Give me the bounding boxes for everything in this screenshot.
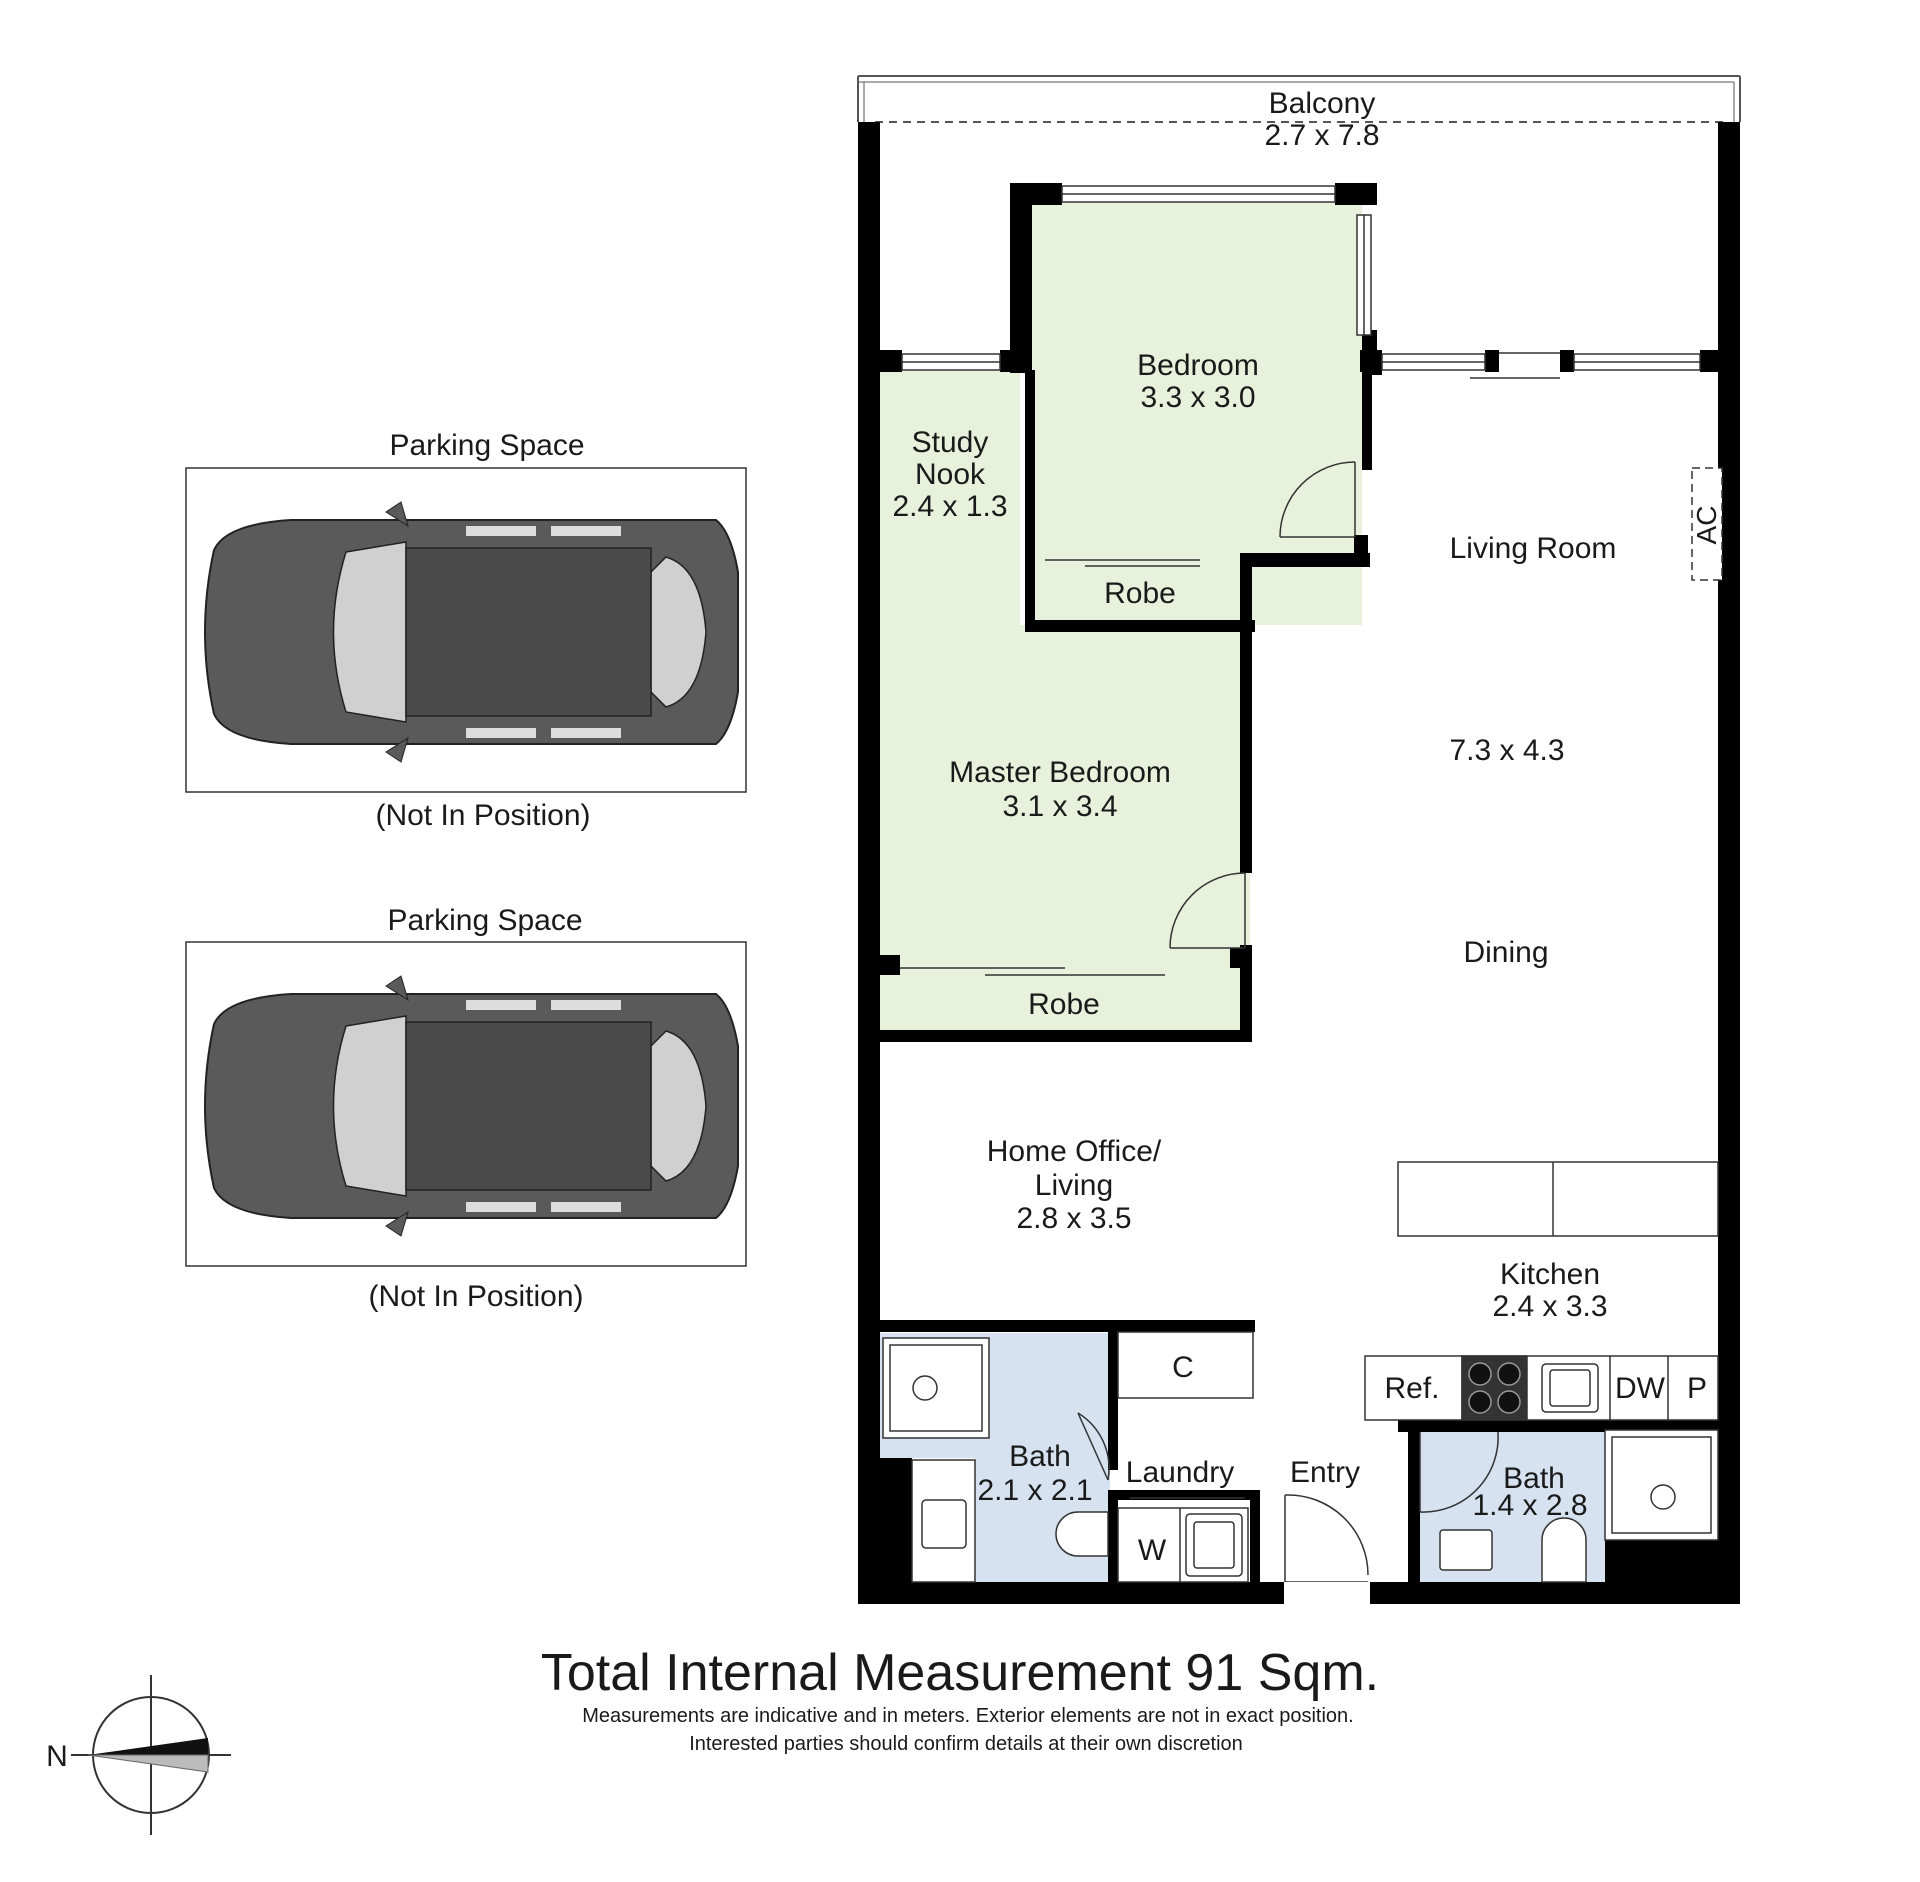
windows — [901, 185, 1701, 371]
parking-space-2: Parking Space (Not In Position) — [185, 904, 747, 1313]
parking-1-note: (Not In Position) — [375, 799, 590, 832]
footer-line-2: Interested parties should confirm detail… — [689, 1733, 1243, 1755]
car-icon — [204, 501, 739, 763]
robe-doors — [900, 559, 1200, 976]
bath-2-fixtures — [1439, 1429, 1719, 1583]
kitchen-dw: DW — [1615, 1372, 1666, 1405]
car-icon — [204, 975, 739, 1237]
cupboard — [1117, 1331, 1254, 1399]
cupboard-label: C — [1172, 1351, 1194, 1384]
bedroom-name: Bedroom — [1137, 349, 1259, 382]
kitchen-ref: Ref. — [1384, 1372, 1439, 1405]
laundry-fixtures — [1117, 1497, 1249, 1583]
entry-label: Entry — [1290, 1456, 1360, 1489]
total-measurement-title: Total Internal Measurement 91 Sqm. — [541, 1644, 1379, 1702]
parking-space-1: Parking Space (Not In Position) — [185, 429, 747, 832]
living-size: 7.3 x 4.3 — [1449, 734, 1564, 767]
office-name-1: Home Office/ — [987, 1135, 1162, 1168]
study-name-1: Study — [912, 426, 989, 459]
compass-needle-dark — [88, 1738, 208, 1755]
bath-2-name: Bath — [1503, 1462, 1565, 1495]
dining-label: Dining — [1463, 936, 1548, 969]
bath-2-size: 1.4 x 2.8 — [1472, 1489, 1587, 1522]
sliding-door-balcony — [1470, 352, 1560, 379]
parking-2-note: (Not In Position) — [368, 1280, 583, 1313]
ac-label: AC — [1691, 506, 1722, 545]
office-name-2: Living — [1035, 1169, 1113, 1202]
living-name: Living Room — [1450, 532, 1617, 565]
kitchen-p: P — [1687, 1372, 1707, 1405]
parking-2-title: Parking Space — [387, 904, 582, 937]
study-size: 2.4 x 1.3 — [892, 490, 1007, 523]
ac-unit — [1691, 467, 1723, 581]
bedroom-size: 3.3 x 3.0 — [1140, 381, 1255, 414]
entry-opening — [1284, 1582, 1370, 1604]
kitchen-size: 2.4 x 3.3 — [1492, 1290, 1607, 1323]
compass: N — [46, 1675, 231, 1835]
balcony-size: 2.7 x 7.8 — [1264, 119, 1379, 152]
robe-2-label: Robe — [1028, 988, 1100, 1021]
footer-line-1: Measurements are indicative and in meter… — [582, 1705, 1353, 1727]
compass-needle-light — [87, 1754, 209, 1773]
master-size: 3.1 x 3.4 — [1002, 790, 1117, 823]
kitchen-fixtures — [1364, 1161, 1719, 1421]
study-name-2: Nook — [915, 458, 986, 491]
master-name: Master Bedroom — [949, 756, 1171, 789]
office-size: 2.8 x 3.5 — [1016, 1202, 1131, 1235]
bath-1-fixtures — [882, 1337, 1109, 1583]
balcony — [857, 75, 1741, 123]
robe-1-label: Robe — [1104, 577, 1176, 610]
balcony-name: Balcony — [1269, 87, 1376, 120]
walls — [858, 122, 1740, 1604]
study-master-fill — [880, 370, 1250, 1037]
bath-1-size: 2.1 x 2.1 — [977, 1474, 1092, 1507]
bath-1-name: Bath — [1009, 1440, 1071, 1473]
parking-1-title: Parking Space — [389, 429, 584, 462]
kitchen-name: Kitchen — [1500, 1258, 1600, 1291]
laundry-w: W — [1138, 1534, 1167, 1567]
laundry-name: Laundry — [1126, 1456, 1234, 1489]
compass-north-label: N — [46, 1740, 68, 1773]
